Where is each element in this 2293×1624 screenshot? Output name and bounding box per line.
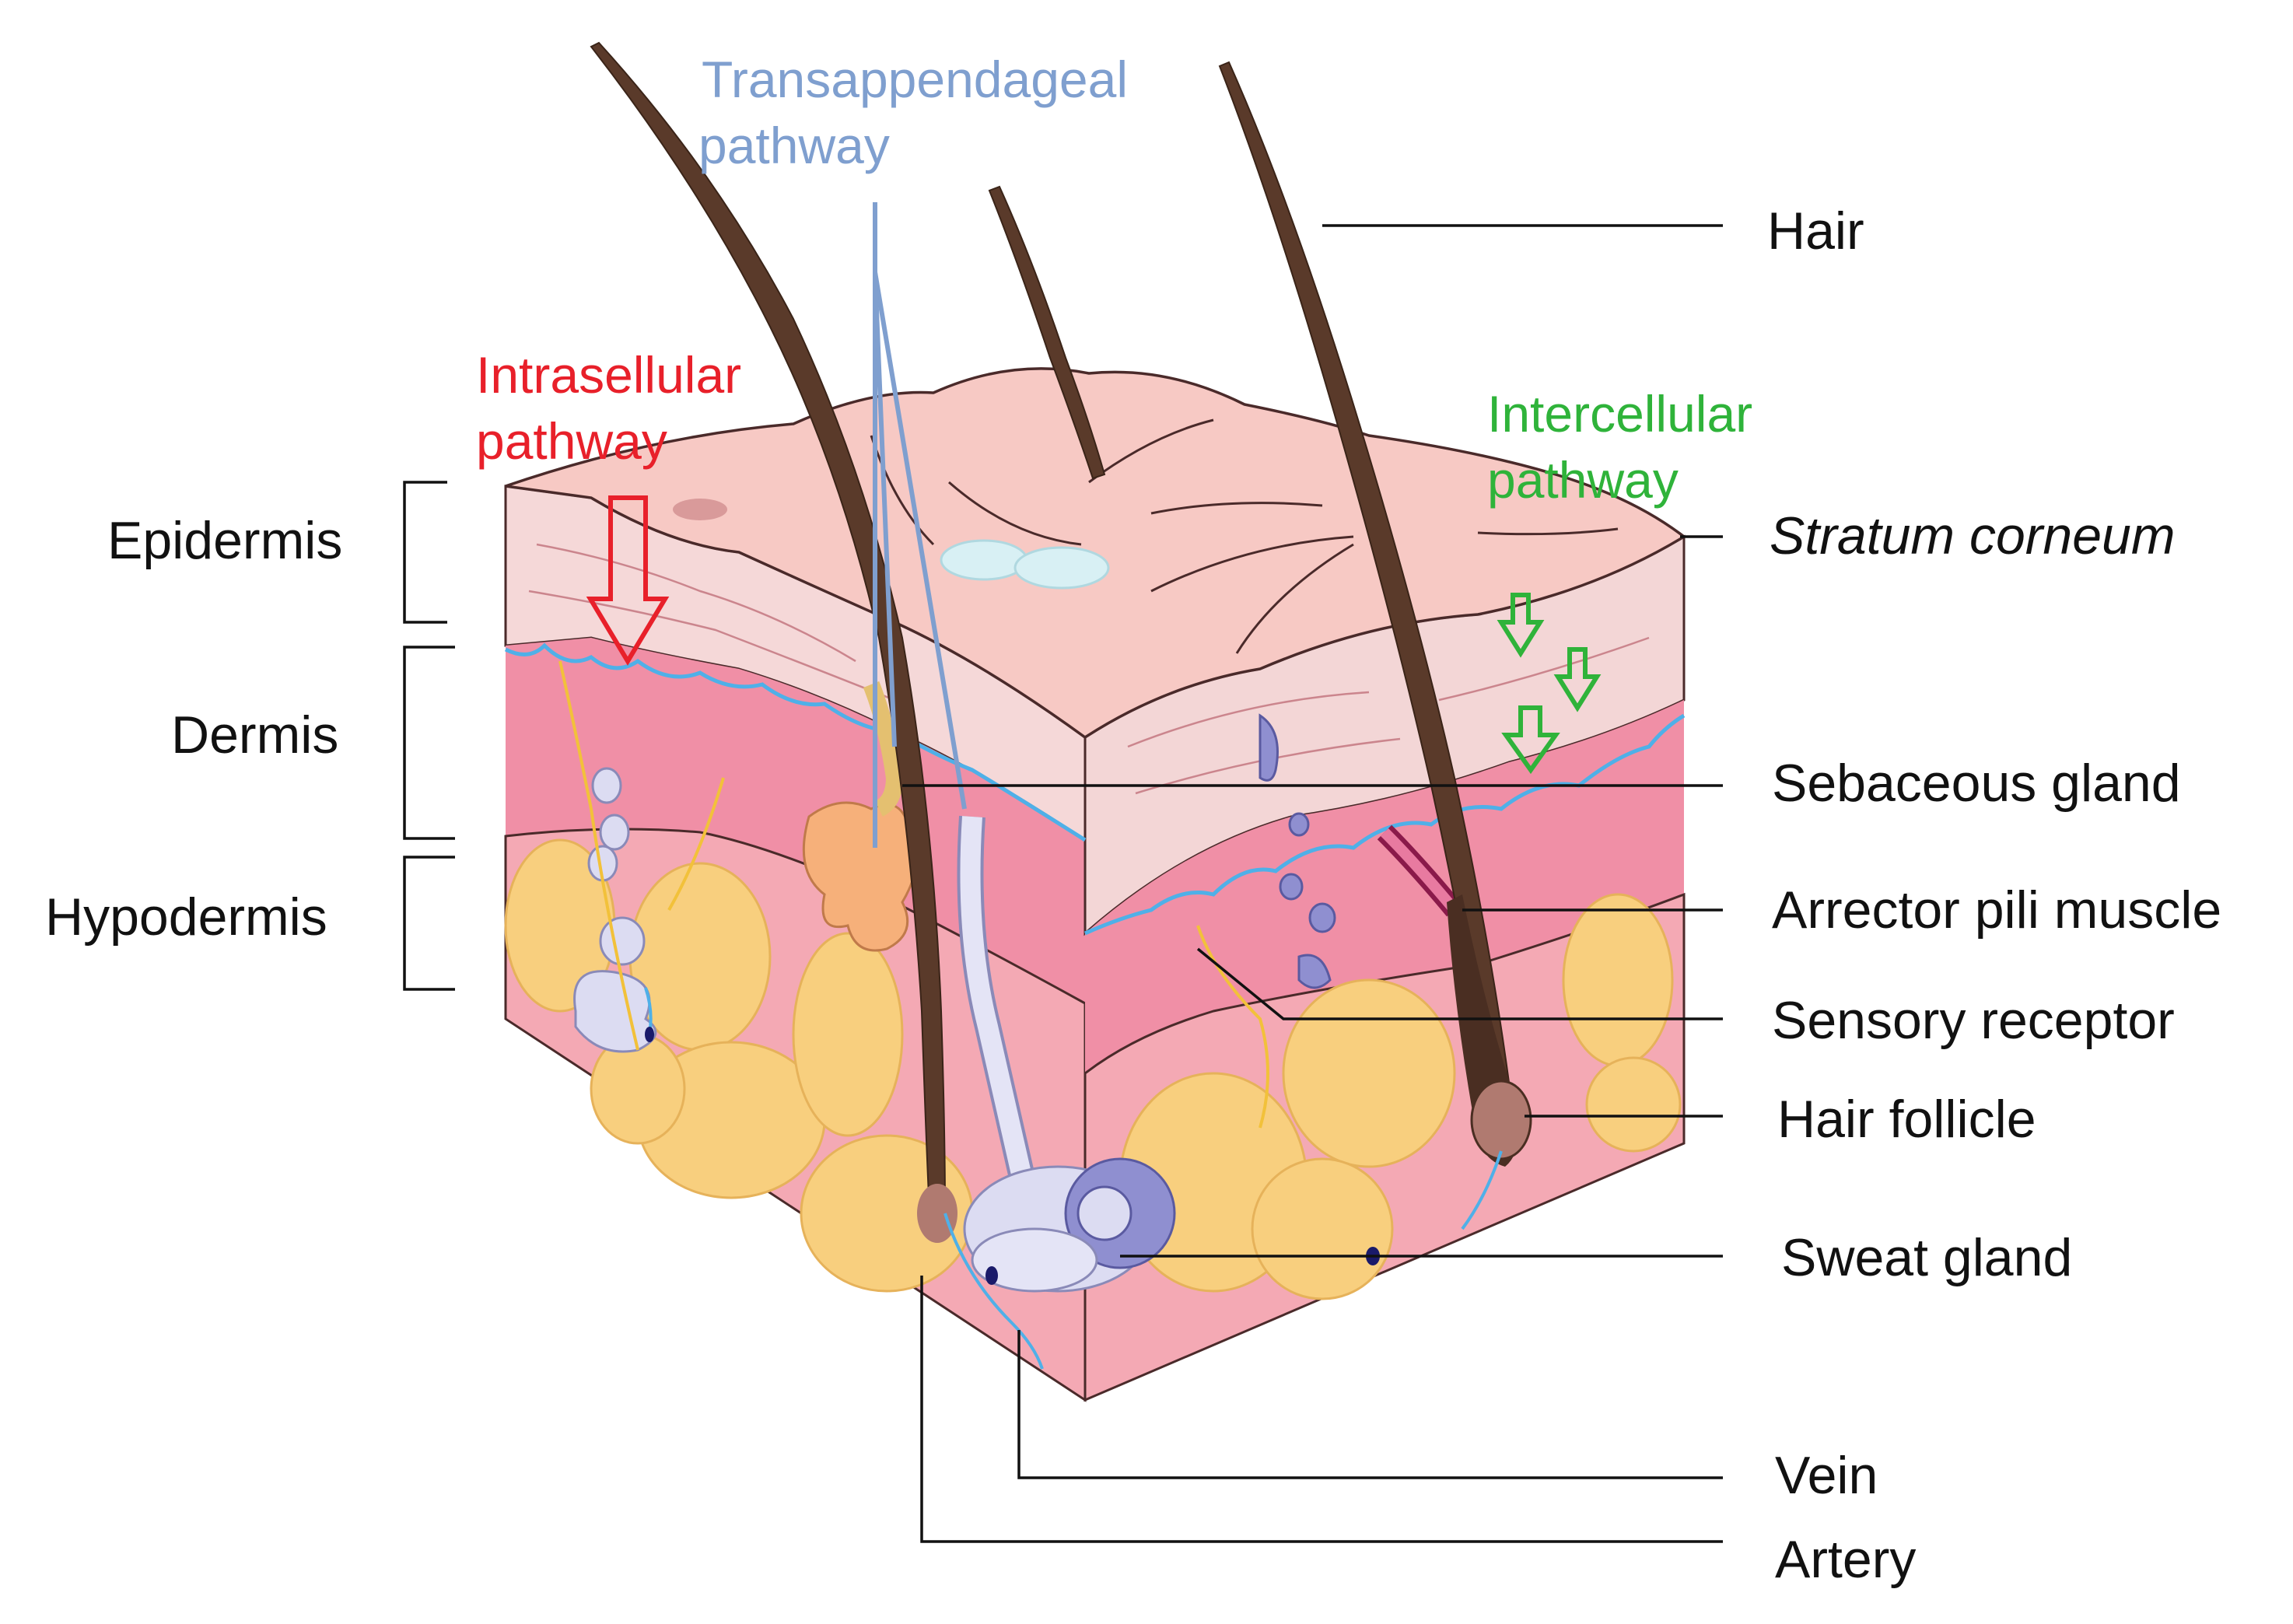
- label-vein: Vein: [1775, 1446, 1878, 1505]
- hair-middle-shaft: [988, 185, 1106, 480]
- sweat-gland-center: [957, 815, 1176, 1293]
- layer-brackets: [403, 481, 455, 991]
- hair-right-bulb: [1470, 1080, 1532, 1160]
- label-intercellular-line2: pathway: [1487, 451, 1679, 509]
- arrector-pili-shape: [1377, 824, 1462, 917]
- dermis-bracket: [403, 646, 455, 840]
- intracellular-arrow: [586, 495, 670, 666]
- leader-lines: [902, 224, 1723, 1543]
- epidermis-texture-3: [1127, 691, 1370, 748]
- hair-left-bulb: [917, 1184, 957, 1243]
- label-intracellular-line1: Intrasellular: [476, 346, 741, 404]
- label-sweat-gland: Sweat gland: [1781, 1228, 2072, 1287]
- intercellular-arrows: [1497, 593, 1602, 775]
- sensory-nerves: [558, 660, 1269, 1129]
- label-hair: Hair: [1767, 201, 1864, 261]
- label-hypodermis: Hypodermis: [45, 887, 327, 947]
- basement-membrane-right: [1083, 713, 1686, 936]
- label-sebaceous-gland: Sebaceous gland: [1772, 754, 2181, 813]
- pore-1: [940, 539, 1028, 581]
- hypodermis-bracket: [403, 856, 455, 991]
- transappendageal-lines: [873, 202, 967, 848]
- basement-membrane-left: [504, 642, 1087, 842]
- epidermis-texture-1: [536, 543, 856, 663]
- surface-fold-3: [1150, 502, 1323, 515]
- left-face-dermis: [506, 638, 1085, 1003]
- pore-3: [673, 499, 727, 520]
- label-hair-follicle: Hair follicle: [1777, 1090, 2036, 1149]
- surface-fold-6: [1477, 527, 1619, 536]
- label-arrector-pili-muscle: Arrector pili muscle: [1772, 880, 2221, 940]
- label-intercellular-line1: Intercellular: [1487, 385, 1752, 443]
- skin-block: [504, 41, 1687, 1402]
- pore-2: [1013, 546, 1110, 590]
- label-sensory-receptor: Sensory receptor: [1772, 991, 2175, 1050]
- sweat-gland-right: [1259, 713, 1336, 989]
- surface-fold-1: [948, 481, 1082, 546]
- epidermis-texture-5: [1438, 636, 1650, 702]
- label-transappendageal-line2: pathway: [698, 117, 890, 174]
- label-stratum-corneum: Stratum corneum: [1770, 506, 2176, 565]
- label-dermis: Dermis: [171, 705, 338, 765]
- sweat-gland-left: [573, 767, 657, 1053]
- surface-fold-4: [1150, 535, 1354, 593]
- hairs: [590, 41, 1532, 1243]
- label-epidermis: Epidermis: [107, 511, 342, 570]
- surface-fold-5: [1235, 543, 1354, 654]
- label-artery: Artery: [1775, 1530, 1916, 1589]
- epidermis-bracket: [403, 481, 447, 624]
- label-transappendageal-line1: Transappendageal: [702, 51, 1128, 108]
- label-intracellular-line2: pathway: [476, 412, 667, 470]
- epidermis-texture-2: [528, 590, 895, 702]
